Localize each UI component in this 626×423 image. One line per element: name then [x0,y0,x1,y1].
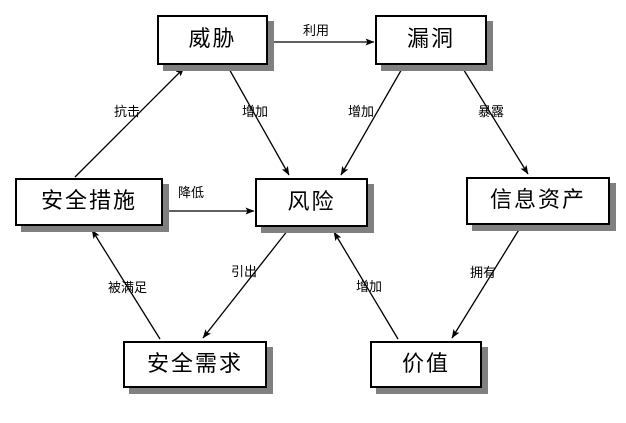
edge-vulnerability-increases-risk [340,66,404,176]
node-label-risk: 风险 [287,189,336,215]
edge-requirement-satisfied-by-safeguard [91,229,161,340]
edge-label-vulnerability-exposes-asset: 暴露 [478,105,505,120]
node-threat[interactable]: 威胁 [157,15,268,65]
edge-label-safeguard-reduces-risk: 降低 [178,186,205,201]
edge-safeguard-counters-threat [74,67,185,178]
edge-threat-increases-risk [227,66,290,176]
edge-risk-derives-requirement [202,229,289,339]
edge-value-increases-risk [333,231,399,340]
node-vulnerability[interactable]: 漏洞 [375,15,487,65]
node-label-vulnerability: 漏洞 [406,27,455,52]
node-risk[interactable]: 风险 [255,178,368,227]
edge-label-value-increases-risk: 增加 [356,280,383,295]
edge-label-vulnerability-increases-risk: 增加 [348,105,375,120]
edge-label-safeguard-counters-threat: 抗击 [114,105,141,120]
edge-asset-has-value [451,227,521,339]
node-requirement[interactable]: 安全需求 [123,341,267,388]
edge-vulnerability-exposes-asset [461,66,529,175]
edge-label-threat-increases-risk: 增加 [242,105,269,120]
node-label-asset: 信息资产 [489,188,586,213]
node-label-value: 价值 [401,351,450,377]
node-label-requirement: 安全需求 [146,351,243,377]
node-asset[interactable]: 信息资产 [466,177,610,225]
node-label-safeguard: 安全措施 [40,189,137,214]
edge-label-threat-exploits-vulnerability: 利用 [303,24,330,39]
edge-label-requirement-satisfied-by-safeguard: 被满足 [108,281,148,296]
node-safeguard[interactable]: 安全措施 [15,178,163,226]
node-label-threat: 威胁 [188,27,237,52]
edge-label-risk-derives-requirement: 引出 [231,265,258,280]
edge-label-asset-has-value: 拥有 [470,266,497,281]
node-value[interactable]: 价值 [370,341,482,388]
